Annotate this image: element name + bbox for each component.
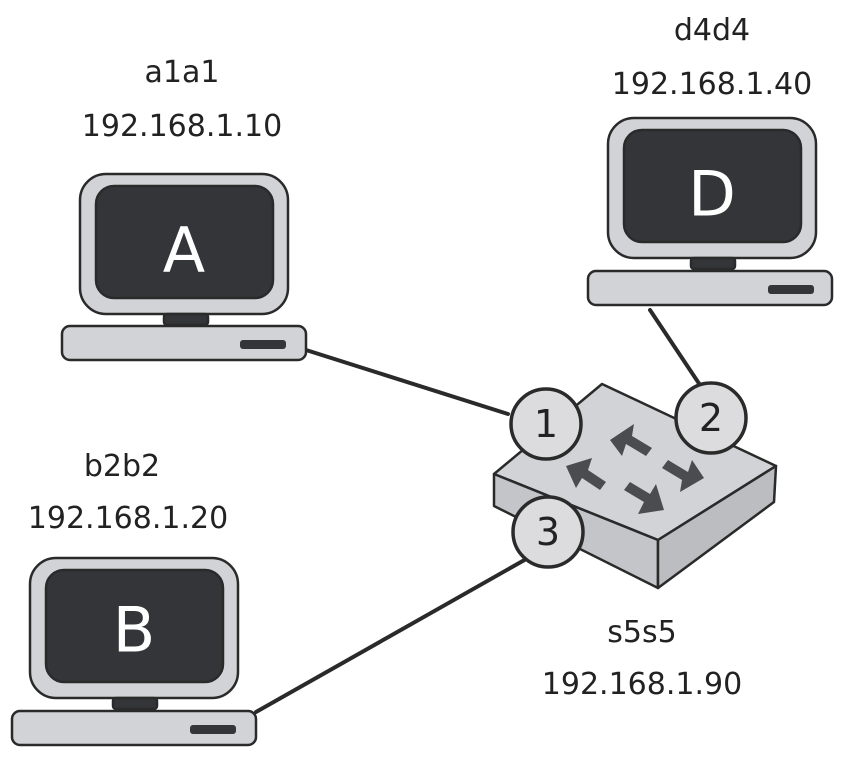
drive-slot-b (190, 725, 236, 734)
arrow-down-right-2-icon (624, 482, 664, 514)
port-1-number: 1 (534, 402, 558, 446)
base-unit-d (586, 269, 834, 307)
switch-right-face (656, 464, 778, 590)
monitor-stand-b (111, 696, 159, 711)
screen-letter-b: B (113, 594, 156, 667)
screen-a (94, 184, 275, 300)
drive-slot-a (240, 340, 286, 349)
host-d-name: d4d4 (674, 13, 750, 48)
host-d-ip: 192.168.1.40 (612, 67, 812, 102)
switch-name: s5s5 (607, 615, 676, 650)
port-2-number: 2 (699, 396, 723, 440)
port-3-number: 3 (536, 510, 560, 554)
screen-letter-d: D (688, 158, 736, 231)
screen-b (44, 568, 225, 684)
port-3: 3 (511, 495, 585, 569)
host-a-ip: 192.168.1.10 (82, 109, 282, 144)
monitor-stand-d (689, 256, 737, 271)
host-a-name: a1a1 (145, 55, 220, 90)
host-a: A (60, 172, 308, 362)
screen-d (622, 128, 803, 244)
switch-ip: 192.168.1.90 (542, 667, 742, 702)
monitor-stand-a (162, 312, 210, 327)
drive-slot-d (768, 285, 814, 294)
arrow-down-right-icon (662, 460, 704, 492)
host-d: D (586, 116, 834, 307)
link-d-to-port-2 (648, 308, 704, 390)
host-b: B (10, 556, 258, 747)
base-unit-a (60, 324, 308, 362)
port-1: 1 (509, 387, 583, 461)
switch-arrows-icon (566, 424, 704, 514)
arrow-up-left-icon (610, 424, 652, 456)
arrow-left-icon (566, 458, 606, 490)
screen-letter-a: A (163, 214, 205, 287)
host-b-ip: 192.168.1.20 (28, 501, 228, 536)
base-unit-b (10, 709, 258, 747)
host-b-name: b2b2 (84, 449, 160, 484)
port-2: 2 (674, 381, 748, 455)
link-b-to-port-3 (254, 556, 530, 714)
switch-s5s5: 1 2 3 (492, 381, 778, 590)
link-a-to-port-1 (304, 348, 510, 416)
